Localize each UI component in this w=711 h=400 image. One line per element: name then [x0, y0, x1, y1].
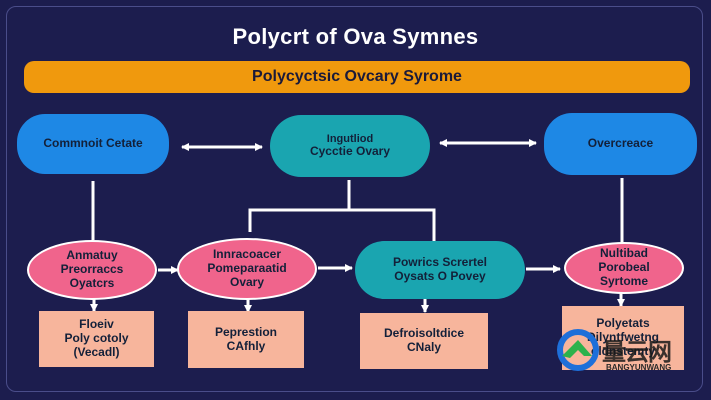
box-4: Polyetats Dilyntfwetng oldnstemty — [562, 306, 684, 370]
box-1-line-1: Floeiv — [79, 317, 114, 332]
diagram-title: Polycrt of Ova Symnes — [232, 24, 479, 49]
node-teal-mid: Powrics Scrertel Oysats O Povey — [355, 241, 525, 299]
watermark-en-text: BANGYUNWANG — [606, 363, 672, 372]
node-left-top: Commnoit Cetate — [17, 114, 169, 174]
node-teal-mid-line-2: Oysats O Povey — [394, 269, 486, 283]
node-center-top: Ingutliod Cycctie Ovary — [270, 115, 430, 177]
node-pink-1-line-2: Preorraccs — [60, 262, 124, 277]
box-2-line-2: CAfhly — [226, 338, 266, 353]
node-pink-2: Innracoacer Pomeparaatid Ovary — [177, 238, 317, 300]
box-3-line-1: Defroisoltdice — [383, 326, 464, 341]
node-pink-1-line-1: Anmatuy — [66, 248, 118, 263]
node-right-top-line-1: Overcreace — [587, 136, 654, 151]
box-2: Peprestion CAfhly — [188, 311, 304, 368]
box-3-line-2: CNaly — [406, 340, 441, 354]
box-1: Floeiv Poly cotoly (Vecadl) — [39, 311, 154, 367]
box-3: Defroisoltdice CNaly — [360, 313, 488, 369]
box-2-line-1: Peprestion — [214, 324, 277, 339]
watermark-logo-icon — [557, 329, 599, 371]
watermark-cn-text: 量云网 — [602, 338, 672, 366]
node-pink-4: Nultibad Porobeal Syrtome — [564, 242, 684, 294]
node-pink-4-line-3: Syrtome — [599, 273, 649, 288]
line-center-bracket — [248, 208, 436, 242]
node-left-top-line-1: Commnoit Cetate — [43, 136, 143, 151]
node-pink-4-line-2: Porobeal — [598, 260, 650, 275]
node-pink-2-line-3: Ovary — [229, 274, 265, 289]
node-teal-mid-line-1: Powrics Scrertel — [392, 255, 488, 270]
box-1-line-3: (Vecadl) — [73, 344, 120, 359]
node-pink-2-line-2: Pomeparaatid — [207, 261, 287, 276]
node-pink-2-line-1: Innracoacer — [212, 247, 282, 262]
box-1-line-2: Poly cotoly — [64, 331, 129, 346]
node-pink-4-line-1: Nultibad — [600, 246, 648, 261]
banner-topic: Polycyctsic Ovcary Syrome — [24, 61, 690, 93]
node-pink-1-line-3: Oyatcrs — [69, 275, 115, 290]
watermark: 量云网 BANGYUNWANG — [556, 326, 690, 374]
box-4-line-3: oldnstemty — [590, 343, 655, 358]
box-4-line-1: Polyetats — [596, 316, 650, 331]
node-center-top-line-1: Ingutliod — [326, 132, 374, 145]
node-right-top: Overcreace — [544, 113, 697, 175]
node-pink-1: Anmatuy Preorraccs Oyatcrs — [27, 240, 157, 300]
box-4-line-2: Dilyntfwetng — [587, 330, 659, 345]
diagram-frame — [6, 6, 703, 392]
node-center-top-line-2: Cycctie Ovary — [309, 144, 391, 159]
